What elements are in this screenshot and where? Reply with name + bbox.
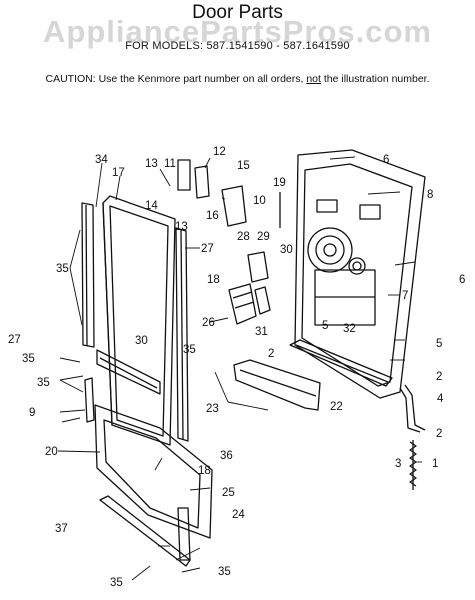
part-latch-bar xyxy=(289,339,393,387)
part-actuator-29 xyxy=(247,251,269,283)
callout-label: 5 xyxy=(436,338,442,350)
callout-label: 30 xyxy=(135,335,148,347)
models-line: FOR MODELS: 587.1541590 - 587.1641590 xyxy=(125,40,350,52)
part-dispenser xyxy=(228,283,257,325)
callout-label: 7 xyxy=(402,290,408,302)
callout-label: 5 xyxy=(322,320,328,332)
part-kick-strip xyxy=(177,507,191,561)
callout-label: 6 xyxy=(383,154,389,166)
callout-label: 2 xyxy=(436,428,442,440)
part-short-trim xyxy=(84,377,95,423)
callout-label: 32 xyxy=(343,323,356,335)
callout-label: 35 xyxy=(218,566,231,578)
callout-label: 14 xyxy=(145,200,158,212)
part-bracket-11 xyxy=(177,159,191,191)
callout-label: 15 xyxy=(237,160,250,172)
callout-label: 3 xyxy=(395,458,401,470)
part-toe-kick xyxy=(99,495,191,567)
page-title: Door Parts xyxy=(192,2,283,23)
part-door-spring xyxy=(409,440,417,490)
callout-label: 22 xyxy=(330,401,343,413)
part-liner-strip xyxy=(96,349,161,395)
callout-label: 2 xyxy=(268,348,274,360)
callout-label: 27 xyxy=(8,334,21,346)
callout-label: 9 xyxy=(29,407,35,419)
callout-label: 35 xyxy=(110,577,123,589)
callout-label: 35 xyxy=(22,353,35,365)
callout-label: 24 xyxy=(232,509,245,521)
callout-label: 8 xyxy=(427,189,433,201)
part-access-panel xyxy=(94,404,213,539)
part-outer-door-panel xyxy=(102,195,176,446)
caution-prefix: CAUTION: Use the Kenmore part number on … xyxy=(45,73,307,85)
callout-label: 17 xyxy=(112,167,125,179)
part-side-trim-left xyxy=(81,202,95,348)
callout-label: 20 xyxy=(45,446,58,458)
callout-label: 2 xyxy=(436,371,442,383)
callout-label: 4 xyxy=(437,393,444,405)
part-hinge-arm xyxy=(399,384,426,433)
callout-label: 31 xyxy=(255,326,268,338)
part-hinge-12 xyxy=(194,165,210,199)
callout-label: 29 xyxy=(257,231,270,243)
callout-label: 6 xyxy=(459,274,465,286)
callout-label: 37 xyxy=(55,523,68,535)
callout-label: 26 xyxy=(202,317,215,329)
callout-label: 34 xyxy=(95,154,108,166)
callout-label: 1 xyxy=(432,458,438,470)
callout-label: 18 xyxy=(207,274,220,286)
callout-label: 35 xyxy=(56,263,69,275)
callout-label: 12 xyxy=(213,146,226,158)
callout-label: 35 xyxy=(37,377,50,389)
caution-note: CAUTION: Use the Kenmore part number on … xyxy=(0,73,475,85)
part-switch-10 xyxy=(221,185,247,227)
callout-label: 13 xyxy=(175,221,188,233)
callout-label: 16 xyxy=(206,210,219,222)
callout-label: 28 xyxy=(237,231,250,243)
callout-label: 36 xyxy=(220,450,233,462)
part-lever-31 xyxy=(254,286,271,315)
callout-label: 23 xyxy=(206,403,219,415)
callout-label: 10 xyxy=(253,195,266,207)
caution-suffix: the illustration number. xyxy=(320,73,430,85)
callout-label: 18 xyxy=(198,465,211,477)
part-side-trim-right xyxy=(175,227,189,442)
callout-label: 13 xyxy=(145,158,158,170)
part-lower-bracket xyxy=(233,359,321,411)
callout-label: 27 xyxy=(201,243,214,255)
callout-label: 11 xyxy=(164,158,176,170)
caution-emphasis: not xyxy=(306,73,321,85)
callout-label: 19 xyxy=(273,177,286,189)
callout-label: 25 xyxy=(222,487,235,499)
callout-label: 30 xyxy=(280,244,293,256)
part-inner-door-frame xyxy=(294,149,426,399)
callout-label: 35 xyxy=(183,344,196,356)
